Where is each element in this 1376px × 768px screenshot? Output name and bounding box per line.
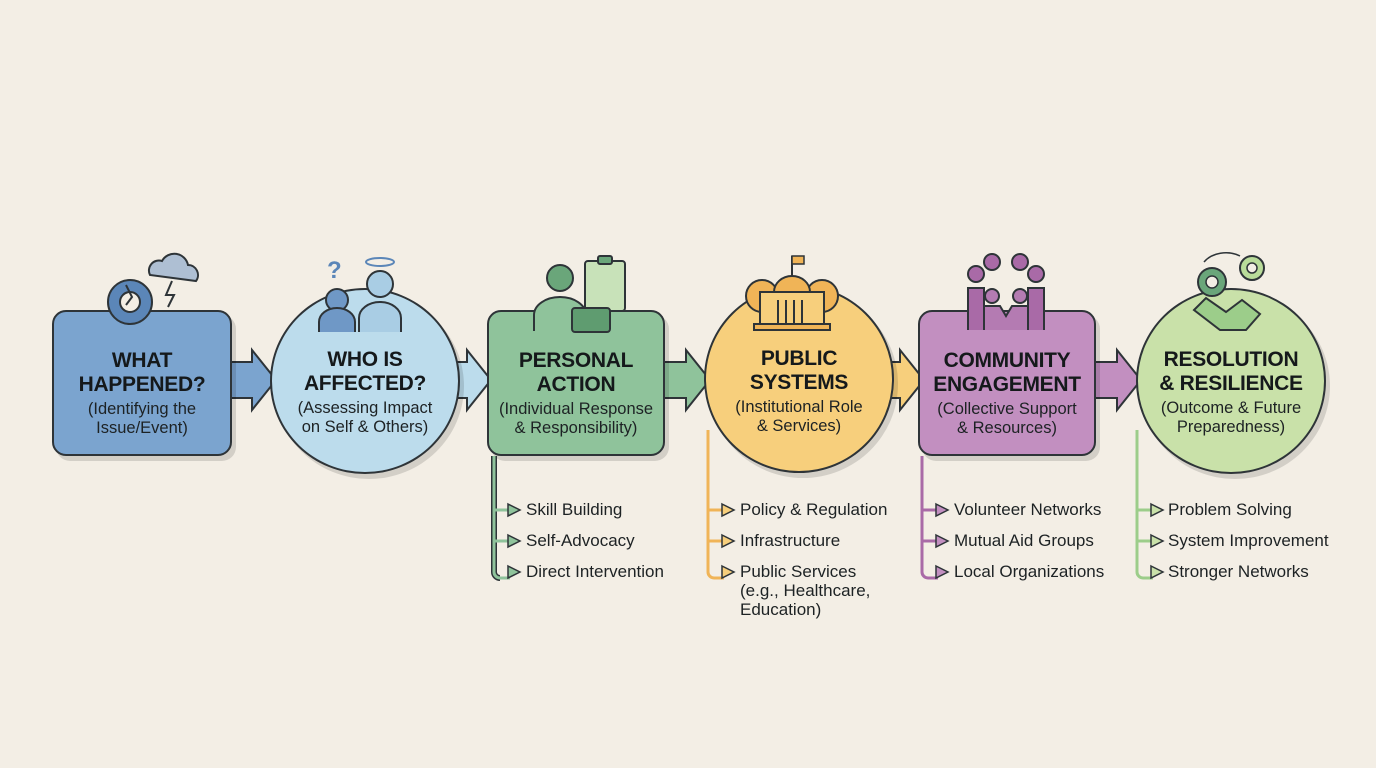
stage-subtitle: (Collective Support	[937, 399, 1077, 418]
branch-connector-community	[920, 456, 950, 580]
stage-title: AFFECTED?	[303, 371, 427, 395]
stage-title: ACTION	[536, 372, 616, 396]
stage-subtitle: Preparedness)	[1176, 417, 1286, 436]
stage-subtitle: (Identifying the	[87, 399, 197, 418]
stage-title: SYSTEMS	[749, 370, 849, 394]
svg-text:?: ?	[327, 257, 342, 284]
stage-community-engagement: COMMUNITY ENGAGEMENT (Collective Support…	[918, 310, 1096, 456]
branch-item: Problem Solving	[1168, 500, 1292, 519]
branch-item: (e.g., Healthcare,	[740, 581, 871, 600]
stage-title: ENGAGEMENT	[933, 372, 1081, 396]
branch-item: Public Services	[740, 562, 857, 581]
arrow-3-icon	[663, 347, 712, 413]
branch-item: System Improvement	[1168, 531, 1329, 550]
stage-subtitle: (Institutional Role	[735, 397, 863, 416]
stage-subtitle: & Resources)	[957, 418, 1057, 437]
stage-subtitle: (Assessing Impact	[297, 398, 433, 417]
stage-subtitle: & Responsibility)	[514, 418, 638, 437]
stage-title: HAPPENED?	[78, 372, 206, 396]
stage-personal-action: PERSONAL ACTION (Individual Response & R…	[487, 310, 665, 456]
broken-gear-storm-icon	[107, 252, 199, 325]
branch-item: Skill Building	[526, 500, 623, 519]
branch-connector-public	[706, 430, 736, 580]
stage-title: WHO IS	[327, 347, 403, 371]
stage-title: COMMUNITY	[943, 348, 1071, 372]
branch-item: Self-Advocacy	[526, 531, 635, 550]
stage-subtitle: & Services)	[756, 416, 842, 435]
branch-connector-resolution	[1135, 430, 1165, 580]
handshake-gears-icon	[1192, 252, 1265, 331]
branch-item: Local Organizations	[954, 562, 1105, 581]
stage-title: PUBLIC	[760, 346, 838, 370]
community-group-icon	[967, 253, 1045, 330]
arrow-1-icon	[229, 347, 278, 413]
branch-item: Education)	[740, 600, 822, 619]
branch-item: Infrastructure	[740, 531, 841, 550]
branch-item: Mutual Aid Groups	[954, 531, 1094, 550]
government-building-gears-icon	[745, 255, 839, 331]
stage-title: RESOLUTION	[1163, 347, 1299, 371]
stage-subtitle: Issue/Event)	[96, 418, 188, 437]
stage-title: WHAT	[111, 348, 173, 372]
branch-item: Volunteer Networks	[954, 500, 1102, 519]
stage-what-happened: WHAT HAPPENED? (Identifying the Issue/Ev…	[52, 310, 232, 456]
stage-title: & RESILIENCE	[1159, 371, 1303, 395]
stage-subtitle: (Individual Response	[498, 399, 654, 418]
stage-subtitle: on Self & Others)	[301, 417, 429, 436]
arrow-5-icon	[1094, 347, 1143, 413]
stage-public-systems: PUBLIC SYSTEMS (Institutional Role & Ser…	[704, 285, 894, 473]
branch-connector-personal	[491, 456, 522, 581]
stage-title: PERSONAL	[518, 348, 634, 372]
branch-item: Policy & Regulation	[740, 500, 888, 519]
branch-item: Direct Intervention	[526, 562, 664, 581]
stage-subtitle: (Outcome & Future	[1160, 398, 1302, 417]
people-question-icon: ?	[318, 257, 402, 332]
person-briefcase-checklist-icon	[533, 255, 626, 333]
branch-item: Stronger Networks	[1168, 562, 1309, 581]
